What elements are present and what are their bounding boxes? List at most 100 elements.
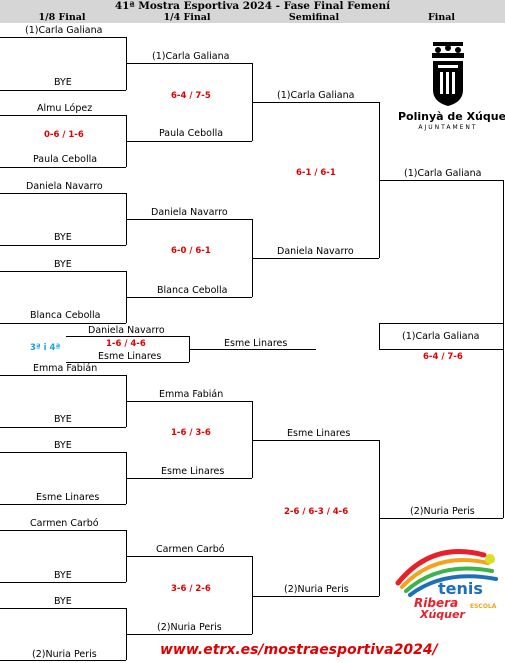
qf-player: (2)Nuria Peris [157, 622, 222, 633]
r16-line [0, 582, 126, 583]
r16-line [0, 504, 126, 505]
r16-line [0, 452, 126, 453]
r16-player: Daniela Navarro [26, 181, 103, 192]
town-crest-icon [432, 42, 464, 106]
r16-player: (2)Nuria Peris [32, 649, 97, 660]
third-place-winner: Esme Linares [224, 338, 288, 349]
sf-score: 6-1 / 6-1 [296, 168, 336, 178]
r16-player: BYE [54, 440, 72, 451]
r16-player: BYE [54, 77, 72, 88]
third-place-player: Esme Linares [98, 351, 162, 362]
qf-line [126, 401, 252, 402]
tenis-logo-line1: Ribera [414, 596, 459, 610]
qf-line [126, 556, 252, 557]
qf-player: Blanca Cebolla [157, 285, 228, 296]
town-logo-sub: AJUNTAMENT [418, 124, 478, 131]
sf-player: (2)Nuria Peris [284, 584, 349, 595]
qf-player: (1)Carla Galiana [152, 51, 230, 62]
qf-player: Emma Fabián [159, 389, 224, 400]
r16-line [0, 167, 126, 168]
r16-line [0, 245, 126, 246]
qf-line [126, 634, 252, 635]
qf-player: Daniela Navarro [151, 207, 228, 218]
final-player: (1)Carla Galiana [404, 168, 482, 179]
r16-score: 0-6 / 1-6 [44, 130, 84, 140]
champion-line [379, 323, 503, 324]
final-line [379, 518, 503, 519]
qf-score: 6-4 / 7-5 [171, 91, 211, 101]
final-line [379, 180, 503, 181]
r16-player: Blanca Cebolla [30, 310, 101, 321]
r16-player: Almu López [37, 103, 93, 114]
qf-player: Carmen Carbó [156, 544, 225, 555]
r16-line [0, 660, 126, 661]
qf-score: 1-6 / 3-6 [171, 428, 211, 438]
round-header-sf: Semifinal [250, 12, 378, 23]
r16-line [0, 375, 126, 376]
qf-line [126, 141, 252, 142]
town-logo-name: Polinyà de Xúquer [398, 110, 505, 123]
tenis-logo-side: ESCOLA [470, 603, 497, 610]
r16-player: BYE [54, 570, 72, 581]
tenis-logo-word: tenis [438, 579, 483, 598]
r16-player: Esme Linares [36, 492, 100, 503]
r16-line [0, 323, 126, 324]
third-place-line [66, 362, 189, 363]
qf-score: 3-6 / 2-6 [171, 584, 211, 594]
sf-player: Daniela Navarro [277, 246, 354, 257]
town-logo: Polinyà de Xúquer AJUNTAMENT [398, 40, 505, 136]
third-place-winner-line [189, 349, 316, 350]
tenis-swoosh-icon [395, 549, 498, 597]
tenis-logo: tenis Ribera Xúquer ESCOLA [392, 545, 502, 630]
page-title: 41ª Mostra Esportiva 2024 - Fase Final F… [0, 0, 505, 12]
r16-player: Carmen Carbó [30, 518, 99, 529]
r16-player: Emma Fabián [33, 363, 98, 374]
final-connector [503, 180, 504, 518]
r16-player: (1)Carla Galiana [25, 25, 103, 36]
tenis-logo-line2: Xúquer [420, 608, 465, 621]
r16-player: BYE [54, 232, 72, 243]
website-link[interactable]: www.etrx.es/mostraesportiva2024/ [160, 642, 438, 658]
round-header-r16: 1/8 Final [0, 12, 124, 23]
qf-line [126, 297, 252, 298]
champion-line [379, 349, 503, 350]
qf-line [126, 63, 252, 64]
sf-score: 2-6 / 6-3 / 4-6 [284, 507, 349, 517]
third-place-line [66, 336, 189, 337]
sf-line [252, 440, 379, 441]
r16-line [0, 115, 126, 116]
third-place-player: Daniela Navarro [88, 325, 165, 336]
qf-connector [252, 401, 253, 478]
r16-line [0, 427, 126, 428]
third-place-score: 1-6 / 4-6 [106, 339, 146, 349]
qf-player: Esme Linares [161, 466, 225, 477]
sf-line [252, 258, 379, 259]
sf-line [252, 596, 379, 597]
champion-name: (1)Carla Galiana [402, 331, 480, 342]
qf-score: 6-0 / 6-1 [171, 246, 211, 256]
qf-connector [252, 556, 253, 634]
sf-player: (1)Carla Galiana [277, 90, 355, 101]
sf-line [252, 102, 379, 103]
r16-line [0, 608, 126, 609]
r16-player: BYE [54, 596, 72, 607]
round-header-qf: 1/4 Final [124, 12, 250, 23]
champion-box-edge [379, 323, 380, 349]
r16-line [0, 37, 126, 38]
r16-line [0, 193, 126, 194]
round-header-final: Final [378, 12, 505, 23]
r16-line [0, 90, 126, 91]
sf-player: Esme Linares [287, 428, 351, 439]
r16-player: Paula Cebolla [33, 154, 98, 165]
final-player: (2)Nuria Peris [410, 506, 475, 517]
r16-player: BYE [54, 259, 72, 270]
r16-line [0, 530, 126, 531]
qf-player: Paula Cebolla [159, 128, 224, 139]
r16-line [0, 271, 126, 272]
third-place-label: 3ª i 4ª [30, 343, 61, 353]
r16-player: BYE [54, 414, 72, 425]
qf-line [126, 219, 252, 220]
final-score: 6-4 / 7-6 [423, 352, 463, 362]
qf-line [126, 478, 252, 479]
